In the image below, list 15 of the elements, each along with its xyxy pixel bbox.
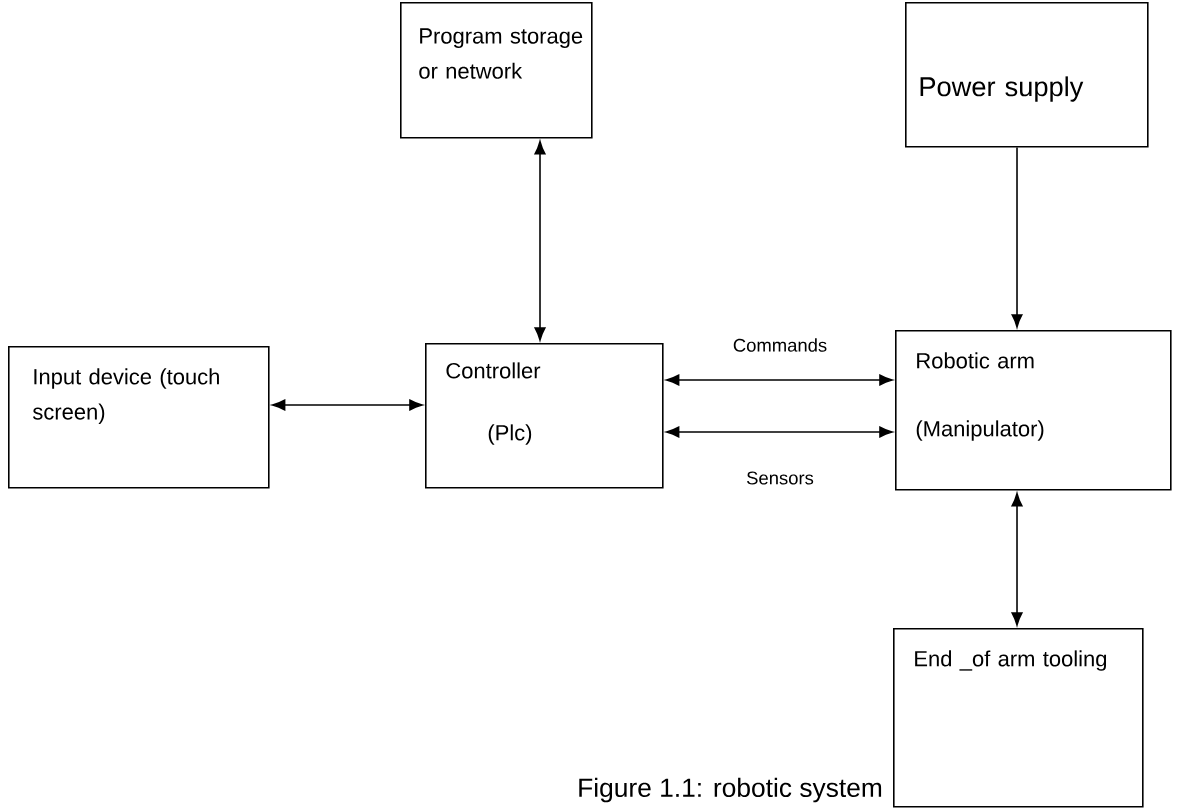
process-box: Program storage or network (400, 2, 593, 139)
arrow (1011, 492, 1023, 626)
arrow (534, 140, 546, 341)
process-box: Controller (Plc) (425, 343, 664, 489)
process-box: Input device (touch screen) (8, 346, 270, 489)
edge-label: Sensors (744, 469, 816, 487)
arrow (665, 426, 893, 438)
process-box: Robotic arm (Manipulator) (895, 330, 1172, 491)
process-box: End _of arm tooling (893, 628, 1144, 808)
arrow (271, 399, 423, 411)
arrow (665, 374, 893, 386)
arrow (1011, 146, 1023, 328)
caption: Figure 1.1: robotic system (579, 777, 882, 803)
process-box: Power supply (905, 2, 1149, 148)
edge-label: Commands (731, 336, 829, 354)
